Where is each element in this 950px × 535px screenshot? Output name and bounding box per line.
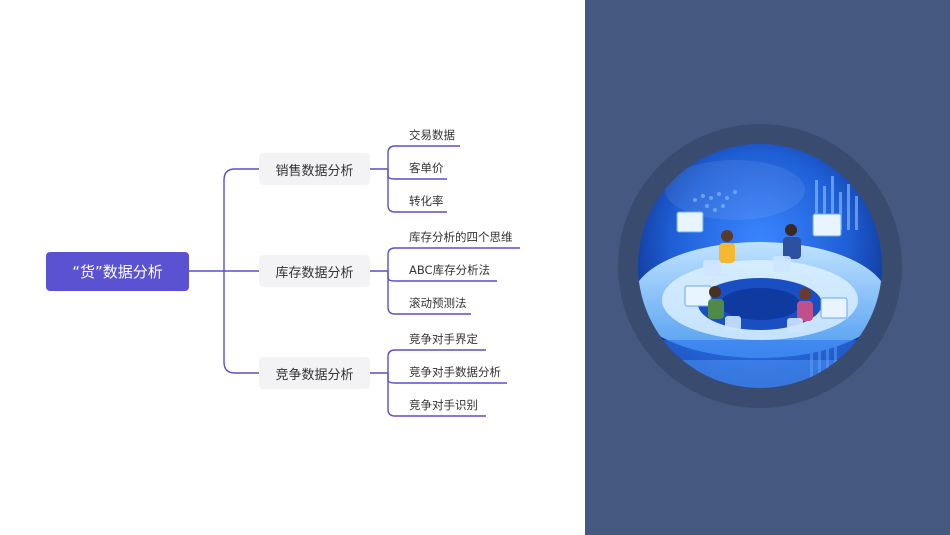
root-node: “货”数据分析	[46, 252, 189, 291]
mindmap-connectors	[189, 145, 520, 417]
data-center-globe-illustration-icon	[618, 124, 902, 408]
connector-trunk-bottom	[223, 271, 259, 374]
leaf-node: ABC库存分析法	[409, 263, 491, 277]
connector-trunk-top	[223, 168, 259, 271]
leaf-node: 转化率	[409, 194, 444, 208]
branch-competition-analysis: 竞争数据分析	[259, 357, 370, 389]
leaf-node: 竞争对手数据分析	[409, 365, 501, 379]
illustration-panel	[585, 0, 950, 535]
branch-sales-analysis: 销售数据分析	[259, 153, 370, 185]
branch-inventory-analysis: 库存数据分析	[259, 255, 370, 287]
leaf-node: 竞争对手识别	[409, 398, 478, 412]
leaf-node: 滚动预测法	[409, 296, 467, 310]
leaf-node: 竞争对手界定	[409, 332, 478, 346]
leaf-node: 交易数据	[409, 128, 455, 142]
leaf-node: 客单价	[409, 161, 444, 175]
leaf-node: 库存分析的四个思维	[409, 230, 513, 244]
